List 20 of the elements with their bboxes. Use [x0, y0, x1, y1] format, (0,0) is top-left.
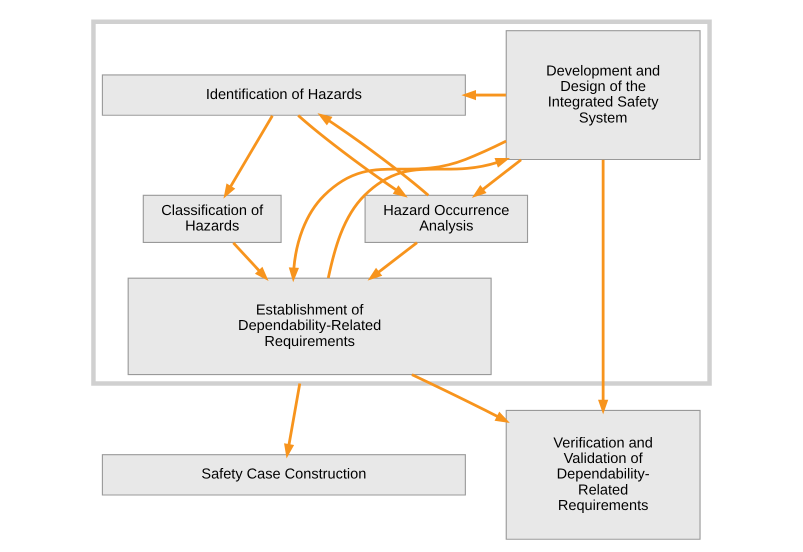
cluster	[91, 19, 712, 386]
node-box: Verification and Validation of Dependability-Related Requirements	[506, 410, 701, 540]
arrow	[598, 160, 608, 414]
arrow	[326, 158, 510, 278]
node-box: Establishment of Dependability-Related Requirements	[128, 278, 492, 376]
arrow	[411, 373, 510, 423]
arrow	[368, 241, 418, 281]
node-box: Development and Design of the Integrated Safety System	[506, 30, 701, 160]
node-box: Identification of Hazards	[102, 74, 466, 116]
node-box: Hazard Occurrence Analysis	[364, 194, 528, 243]
arrow	[284, 383, 302, 459]
arrow	[317, 113, 430, 196]
node-box: Classification of Hazards	[142, 194, 282, 243]
arrow	[223, 115, 274, 199]
arrow	[297, 114, 408, 198]
arrow	[472, 158, 522, 198]
node-box: Safety Case Construction	[102, 454, 466, 496]
arrow	[461, 90, 506, 100]
arrow	[288, 140, 507, 282]
arrow	[232, 242, 269, 281]
